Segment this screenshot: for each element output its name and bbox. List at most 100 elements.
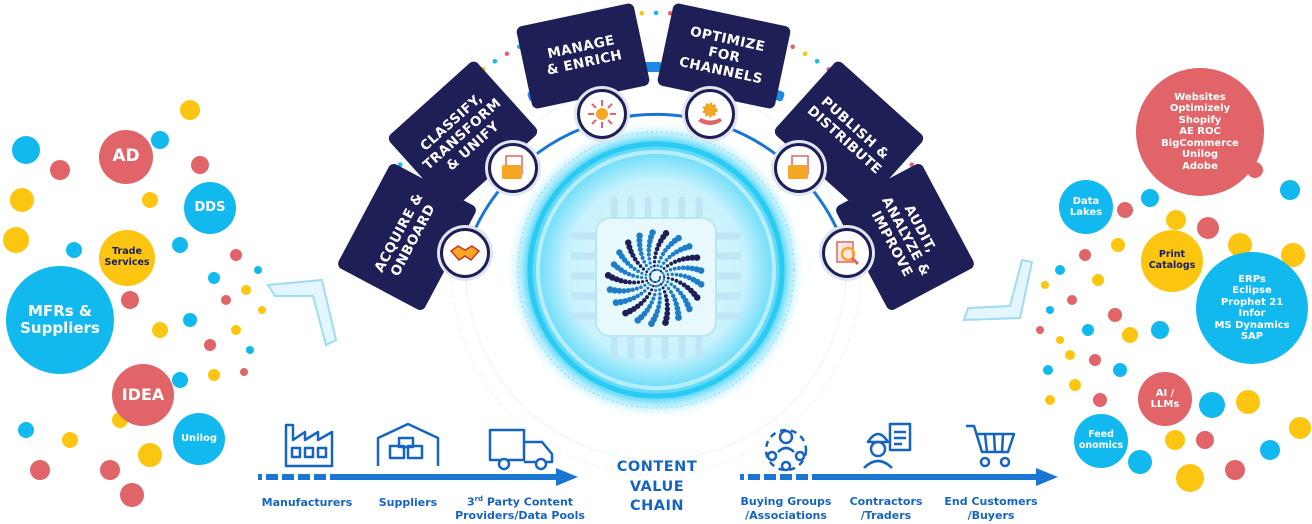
right-dot bbox=[1166, 210, 1186, 230]
source-mfrs-suppliers: MFRs & Suppliers bbox=[6, 266, 114, 374]
content-value-chain-title: CONTENT VALUE CHAIN bbox=[616, 459, 698, 515]
left-dot bbox=[258, 306, 266, 314]
left-dot bbox=[208, 369, 220, 381]
right-dot bbox=[1122, 327, 1138, 343]
right-dot bbox=[1092, 274, 1104, 286]
right-dot bbox=[1056, 336, 1064, 344]
right-dot bbox=[1280, 180, 1300, 200]
left-dot bbox=[66, 242, 82, 258]
left-dot bbox=[50, 160, 70, 180]
left-dot bbox=[240, 368, 248, 376]
chain-label-suppliers: Suppliers bbox=[378, 496, 438, 509]
handshake-icon bbox=[440, 228, 490, 278]
left-dot bbox=[121, 291, 139, 309]
glow-ring-dashed bbox=[517, 131, 795, 409]
right-dot bbox=[1289, 417, 1311, 439]
right-dot bbox=[1197, 217, 1219, 239]
right-dot bbox=[1069, 379, 1081, 391]
left-dot bbox=[172, 372, 188, 388]
right-dot bbox=[1089, 354, 1101, 366]
channel-print-catalogs: Print Catalogs bbox=[1141, 230, 1203, 292]
right-dot bbox=[1113, 363, 1127, 377]
warehouse-icon bbox=[376, 422, 440, 466]
channel-erps: ERPs Eclipse Prophet 21 Infor MS Dynamic… bbox=[1196, 252, 1308, 364]
group-icon bbox=[764, 428, 808, 472]
right-dot bbox=[1176, 464, 1204, 492]
right-dot bbox=[1041, 281, 1049, 289]
gear-arrows-icon bbox=[577, 89, 627, 139]
left-dot bbox=[241, 285, 251, 295]
left-dot bbox=[120, 483, 144, 507]
right-dot bbox=[1225, 460, 1245, 480]
left-dot bbox=[12, 136, 40, 164]
left-dot bbox=[10, 188, 34, 212]
factory-icon bbox=[284, 423, 334, 468]
left-dot bbox=[142, 192, 158, 208]
worker-icon bbox=[863, 422, 912, 469]
left-dot bbox=[208, 272, 220, 284]
chain-arrow-left bbox=[258, 468, 578, 486]
left-dot bbox=[246, 346, 254, 354]
left-dot bbox=[138, 443, 162, 467]
left-dot bbox=[30, 460, 50, 480]
right-dot bbox=[1082, 324, 1094, 336]
right-chevron-icon bbox=[962, 258, 1034, 322]
left-dot bbox=[172, 237, 188, 253]
arc-dot bbox=[504, 51, 510, 57]
left-dot bbox=[18, 422, 34, 438]
arc-dot bbox=[639, 10, 645, 16]
left-dot bbox=[3, 227, 29, 253]
right-dot bbox=[1079, 249, 1091, 261]
left-dot bbox=[152, 322, 168, 338]
left-dot bbox=[183, 313, 197, 327]
left-dot bbox=[230, 249, 242, 261]
left-dot bbox=[254, 266, 262, 274]
chip-icon bbox=[570, 196, 742, 360]
document-folder-icon bbox=[488, 143, 538, 193]
right-dot bbox=[1117, 202, 1133, 218]
channel-data-lakes: Data Lakes bbox=[1059, 180, 1113, 234]
right-dot bbox=[1141, 189, 1159, 207]
chain-label-buying-groups: Buying Groups /Associations bbox=[740, 495, 832, 522]
right-dot bbox=[1065, 350, 1075, 360]
left-dot bbox=[100, 460, 120, 480]
right-dot bbox=[1128, 450, 1152, 474]
right-dot bbox=[1199, 392, 1225, 418]
right-dot bbox=[1108, 308, 1122, 322]
magnifier-report-icon bbox=[822, 228, 872, 278]
right-dot bbox=[1055, 265, 1065, 275]
left-dot bbox=[180, 100, 200, 120]
left-dot bbox=[204, 339, 216, 351]
chain-arrow-right bbox=[740, 468, 1058, 486]
channel-ai-llms: AI / LLMs bbox=[1138, 372, 1192, 426]
chain-label-contractors: Contractors /Traders bbox=[849, 495, 923, 522]
left-dot bbox=[221, 295, 231, 305]
document-folder-icon bbox=[774, 143, 824, 193]
cart-icon bbox=[966, 424, 1016, 468]
chain-label-providers: 3rd Party Content Providers/Data Pools bbox=[455, 495, 585, 523]
gear-hand-icon bbox=[685, 89, 735, 139]
left-dot bbox=[151, 131, 169, 149]
truck-icon bbox=[488, 428, 554, 471]
arc-dot bbox=[790, 44, 796, 50]
source-unilog: Unilog bbox=[173, 413, 225, 465]
small-dots-right bbox=[1036, 162, 1311, 492]
left-dot bbox=[191, 156, 209, 174]
source-ad: AD bbox=[99, 130, 153, 184]
right-dot bbox=[1151, 321, 1169, 339]
arc-dot bbox=[814, 58, 820, 64]
right-dot bbox=[1046, 306, 1054, 314]
left-dot bbox=[62, 432, 78, 448]
channel-websites: Websites Optimizely Shopify AE ROC BigCo… bbox=[1136, 68, 1264, 196]
glow-ring-inner bbox=[536, 150, 776, 390]
source-trade-services: Trade Services bbox=[99, 230, 155, 286]
right-dot bbox=[1236, 390, 1260, 414]
right-dot bbox=[1165, 430, 1185, 450]
right-dot bbox=[1260, 440, 1280, 460]
right-dot bbox=[1281, 243, 1305, 267]
right-dot bbox=[1093, 393, 1107, 407]
right-dot bbox=[1043, 365, 1053, 375]
left-chevron-icon bbox=[266, 278, 338, 347]
